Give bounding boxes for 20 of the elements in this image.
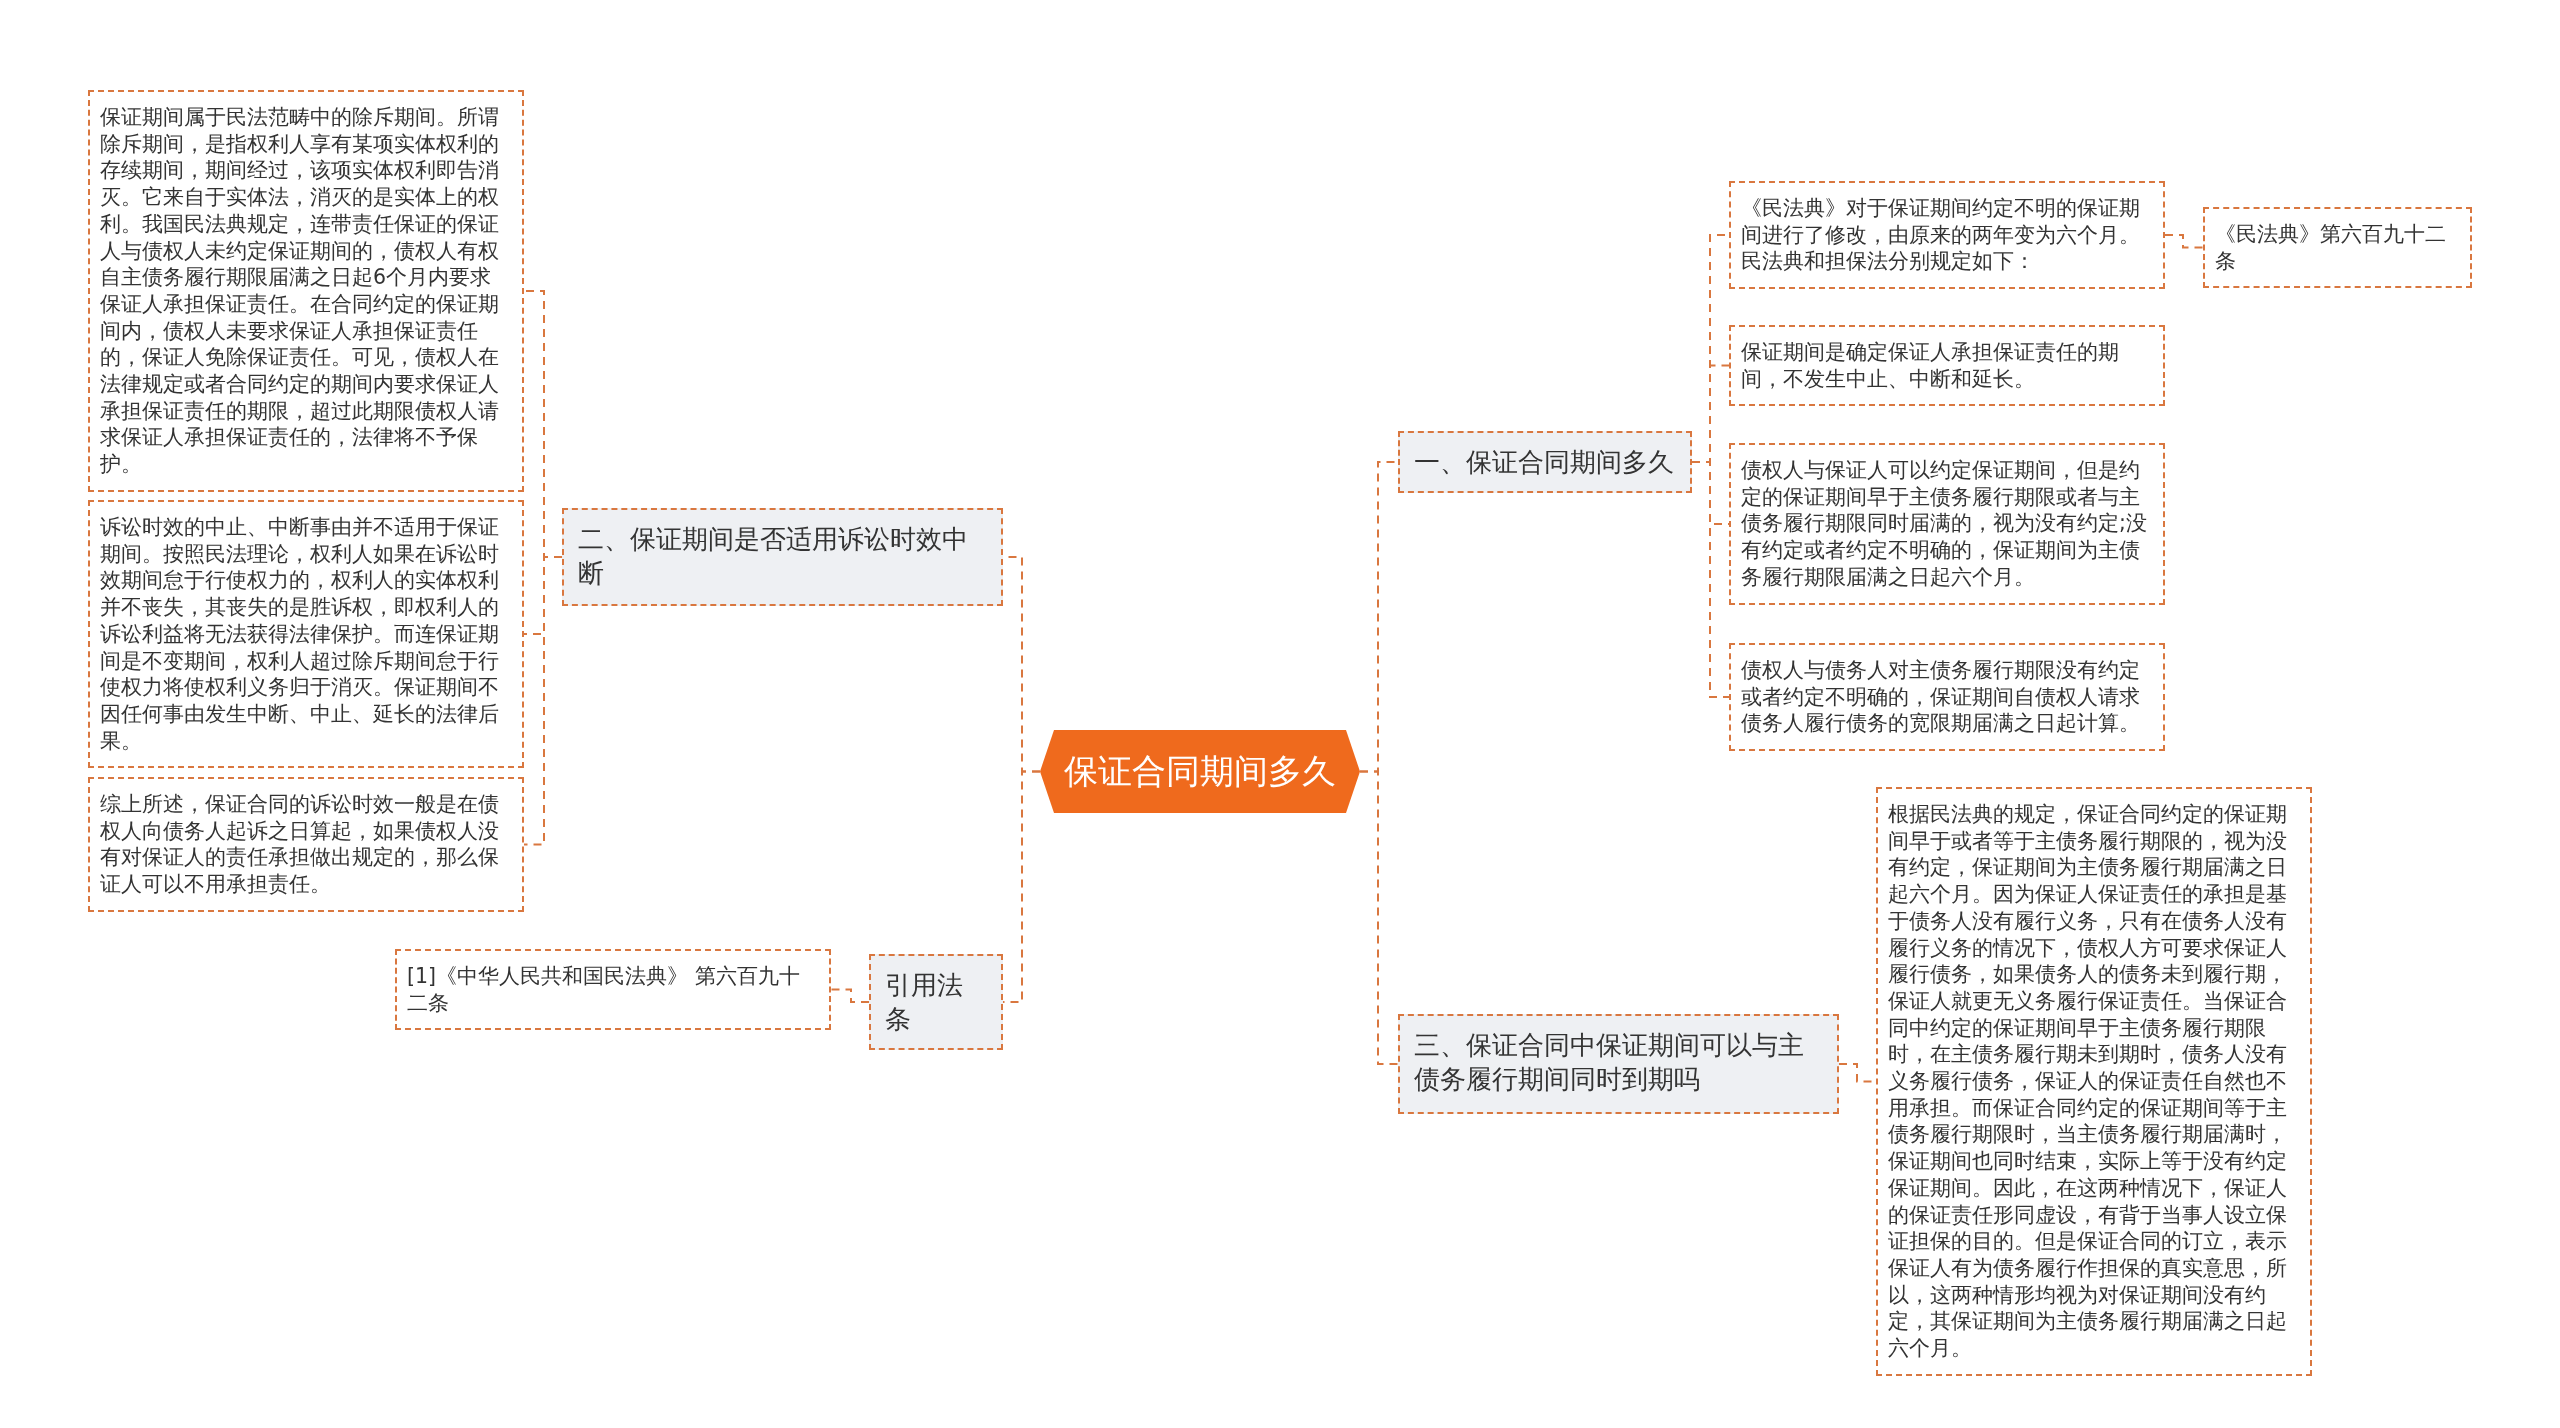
note-box: 《民法典》第六百九十二条 xyxy=(2203,207,2472,289)
note-box: [1]《中华人民共和国民法典》 第六百九十二条 xyxy=(395,949,831,1031)
central-topic: 保证合同期间多久 xyxy=(1040,730,1360,813)
connector-line xyxy=(523,556,563,846)
note-box: 债权人与债务人对主债务履行期限没有约定或者约定不明确的，保证期间自债权人请求债务人履行债务的宽限期届满之日起计算。 xyxy=(1729,643,2165,752)
note-box: 保证期间是确定保证人承担保证责任的期间，不发生中止、中断和延长。 xyxy=(1729,325,2165,407)
note-box: 综上所述，保证合同的诉讼时效一般是在债权人向债务人起诉之日算起，如果债权人没有对保证人的责任承担做出规定的，那么保证人可以不用承担责任。 xyxy=(88,777,524,912)
note-box: 《民法典》对于保证期间约定不明的保证期间进行了修改，由原来的两年变为六个月。民法典和担保法分别规定如下： xyxy=(1729,181,2165,290)
topic-box: 引用法条 xyxy=(869,954,1003,1050)
topic-box: 二、保证期间是否适用诉讼时效中断 xyxy=(562,508,1003,606)
connector-line xyxy=(830,988,870,1003)
note-box: 根据民法典的规定，保证合同约定的保证期间早于或者等于主债务履行期限的，视为没有约定，保证期间为主债务履行期届满之日起六个月。因为保证人保证责任的承担是基于债务人没有履行义务，只有在债务人没有履行义务的情况下，债权人方可要求保证人履行债务，如果债务人的债务未到履行期，保证人就更无义务履行保证责任。当保证合同中约定的保证期间早于主债务履行期限时，在主债务履行期未到期时，债务人没有义务履行债务，保证人的保证责任自然也不用承担。而保证合同约定的保证期间等于主债务履行期限时，当主债务履行期届满时，保证期间也同时结束，实际上等于没有约定保证期间。因此，在这两种情况下，保证人的保证责任形同虚设，有背于当事人设立保证担保的目的。但是保证合同的订立，表示保证人有为债务履行作担保的真实意思，所以，这两种情形均视为对保证期间没有约定，其保证期间为主债务履行期届满之日起六个月。 xyxy=(1876,787,2312,1376)
note-box: 债权人与保证人可以约定保证期间，但是约定的保证期间早于主债务履行期限或者与主债务履行期限同时届满的，视为没有约定;没有约定或者约定不明确的，保证期间为主债务履行期限届满之日起六个月。 xyxy=(1729,443,2165,605)
note-box: 诉讼时效的中止、中断事由并不适用于保证期间。按照民法理论，权利人如果在诉讼时效期间怠于行使权力的，权利人的实体权利并不丧失，其丧失的是胜诉权，即权利人的诉讼利益将无法获得法律保护。而连保证期间是不变期间，权利人超过除斥期间怠于行使权力将使权利义务归于消灭。保证期间不因任何事由发生中断、中止、延长的法律后果。 xyxy=(88,500,524,769)
connector-line xyxy=(2164,234,2204,249)
connector-line xyxy=(1359,770,1399,1065)
topic-box: 三、保证合同中保证期间可以与主债务履行期间同时到期吗 xyxy=(1398,1014,1839,1114)
connector-line xyxy=(1691,461,1730,698)
note-box: 保证期间属于民法范畴中的除斥期间。所谓除斥期间，是指权利人享有某项实体权利的存续期间，期间经过，该项实体权利即告消灭。它来自于实体法，消灭的是实体上的权利。我国民法典规定，连带责任保证的保证人与债权人未约定保证期间的，债权人有权自主债务履行期限届满之日起6个月内要求保证人承担保证责任。在合同约定的保证期间内，债权人未要求保证人承担保证责任的，保证人免除保证责任。可见，债权人在法律规定或者合同约定的期间内要求保证人承担保证责任的期限，超过此期限债权人请求保证人承担保证责任的，法律将不予保护。 xyxy=(88,90,524,492)
topic-box: 一、保证合同期间多久 xyxy=(1398,431,1692,493)
